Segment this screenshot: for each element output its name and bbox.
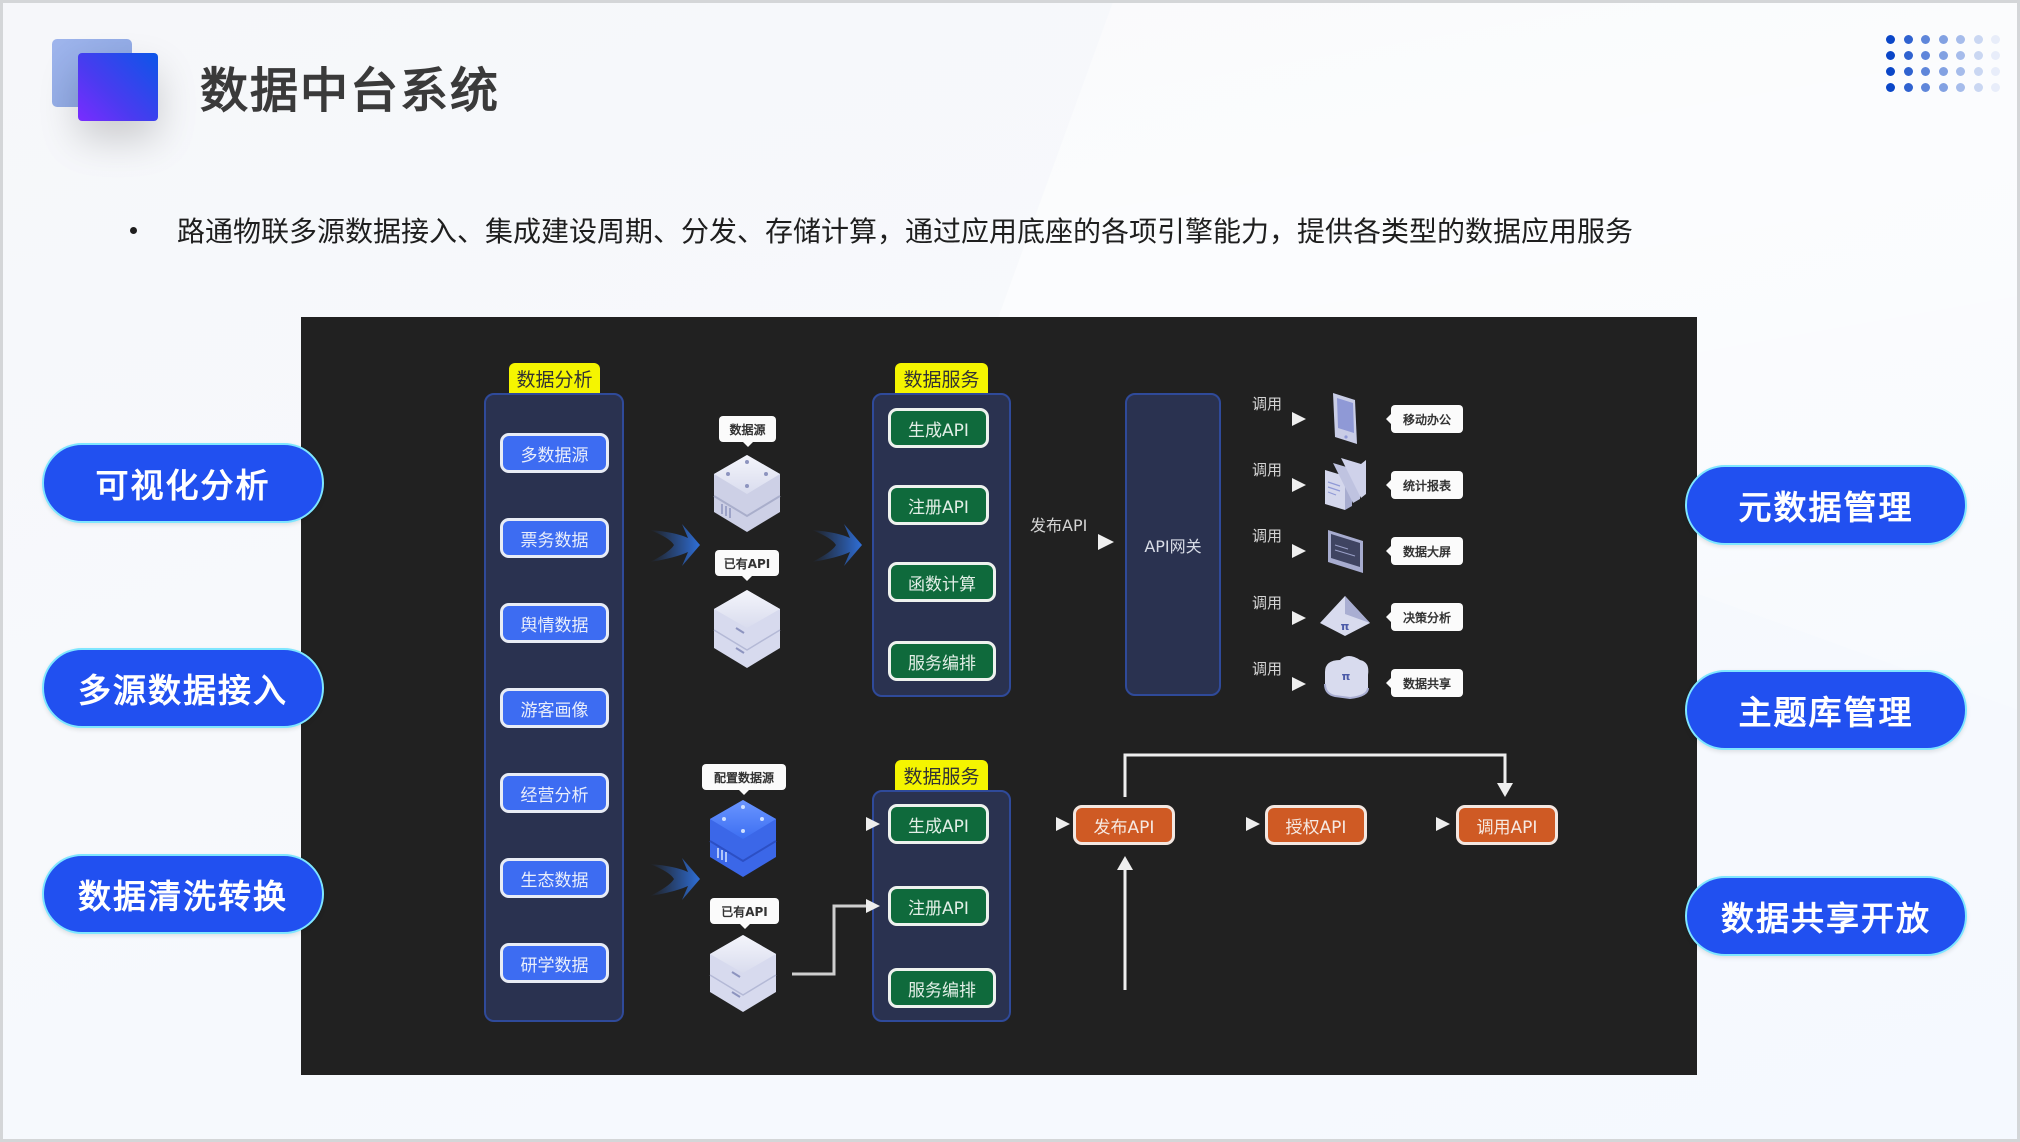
call-label: 调用 [1252,395,1283,413]
intro-text: 路通物联多源数据接入、集成建设周期、分发、存储计算，通过应用底座的各项引擎能力，… [177,215,1634,248]
existing-api-callout-bottom: 已有API [710,898,779,929]
decorative-dot [1973,67,1983,76]
bullet-dot [130,226,137,234]
intro-bullet: 路通物联多源数据接入、集成建设周期、分发、存储计算，通过应用底座的各项引擎能力，… [130,210,1633,250]
analysis-item[interactable]: 经营分析 [500,773,609,813]
service-item-top[interactable]: 服务编排 [888,641,996,681]
decorative-dot [1903,51,1913,60]
publish-api-label: 发布API [1030,516,1088,535]
service-item-bottom[interactable]: 生成API [888,804,989,844]
consumer-data-screen[interactable]: 数据大屏 [1386,537,1463,565]
analysis-item[interactable]: 票务数据 [500,518,609,558]
logo-front-square [78,53,158,121]
decorative-dot [1938,35,1948,44]
decorative-dot [1991,67,2000,76]
datasource-callout: 数据源 [719,416,776,447]
decorative-dot [1938,51,1948,60]
decorative-dot [1973,51,1983,60]
api-gateway[interactable]: API网关 [1125,393,1221,696]
decorative-dot [1921,67,1930,76]
flow-call-api[interactable]: 调用API [1456,805,1558,845]
analysis-item[interactable]: 游客画像 [500,688,609,728]
decorative-dot [1956,83,1965,92]
decorative-dot [1886,83,1895,92]
existing-api-callout: 已有API [715,550,779,581]
analysis-tag: 数据分析 [509,363,600,394]
analysis-item[interactable]: 生态数据 [500,858,609,898]
service-item-top[interactable]: 生成API [888,408,989,448]
feature-metadata-mgmt[interactable]: 元数据管理 [1685,465,1967,545]
decorative-dot [1921,83,1930,92]
call-label: 调用 [1252,594,1283,612]
decorative-dot [1903,67,1913,76]
consumer-mobile-office[interactable]: 移动办公 [1386,405,1463,433]
call-label: 调用 [1252,461,1283,479]
service-item-top[interactable]: 函数计算 [888,562,996,602]
decorative-dot [1903,35,1913,44]
decorative-dot [1921,51,1930,60]
decorative-dot [1956,51,1965,60]
decorative-dot [1991,83,2000,92]
service-item-top[interactable]: 注册API [888,485,989,525]
flow-publish-api[interactable]: 发布API [1073,805,1175,845]
decorative-dot [1991,51,2000,60]
service-item-bottom[interactable]: 服务编排 [888,968,996,1008]
consumer-data-sharing[interactable]: 数据共享 [1386,669,1463,697]
decorative-dot [1938,67,1948,76]
feature-multi-source-ingest[interactable]: 多源数据接入 [42,648,324,728]
decorative-dot [1886,35,1895,44]
decorative-dot [1956,67,1965,76]
decorative-dot [1903,83,1913,92]
page-title: 数据中台系统 [200,63,501,119]
consumer-decision-analysis[interactable]: 决策分析 [1386,603,1463,631]
decorative-dot [1973,35,1983,44]
feature-data-cleaning[interactable]: 数据清洗转换 [42,854,324,934]
feature-data-sharing[interactable]: 数据共享开放 [1685,876,1967,956]
call-label: 调用 [1252,527,1283,545]
analysis-item[interactable]: 多数据源 [500,433,609,473]
decorative-dot [1886,67,1895,76]
flow-authorize-api[interactable]: 授权API [1265,805,1367,845]
call-label: 调用 [1252,660,1283,678]
decorative-dot-grid [1886,35,2006,95]
analysis-item[interactable]: 研学数据 [500,943,609,983]
service-tag-bottom: 数据服务 [895,760,988,791]
feature-topic-library-mgmt[interactable]: 主题库管理 [1685,670,1967,750]
configure-datasource-callout: 配置数据源 [702,764,786,795]
decorative-dot [1886,51,1895,60]
consumer-statistics-report[interactable]: 统计报表 [1386,471,1463,499]
decorative-dot [1973,83,1983,92]
decorative-dot [1938,83,1948,92]
decorative-dot [1921,35,1930,44]
service-tag-top: 数据服务 [895,363,988,394]
feature-visual-analysis[interactable]: 可视化分析 [42,443,324,523]
service-item-bottom[interactable]: 注册API [888,886,989,926]
analysis-item[interactable]: 舆情数据 [500,603,609,643]
decorative-dot [1991,35,2000,44]
decorative-dot [1956,35,1965,44]
